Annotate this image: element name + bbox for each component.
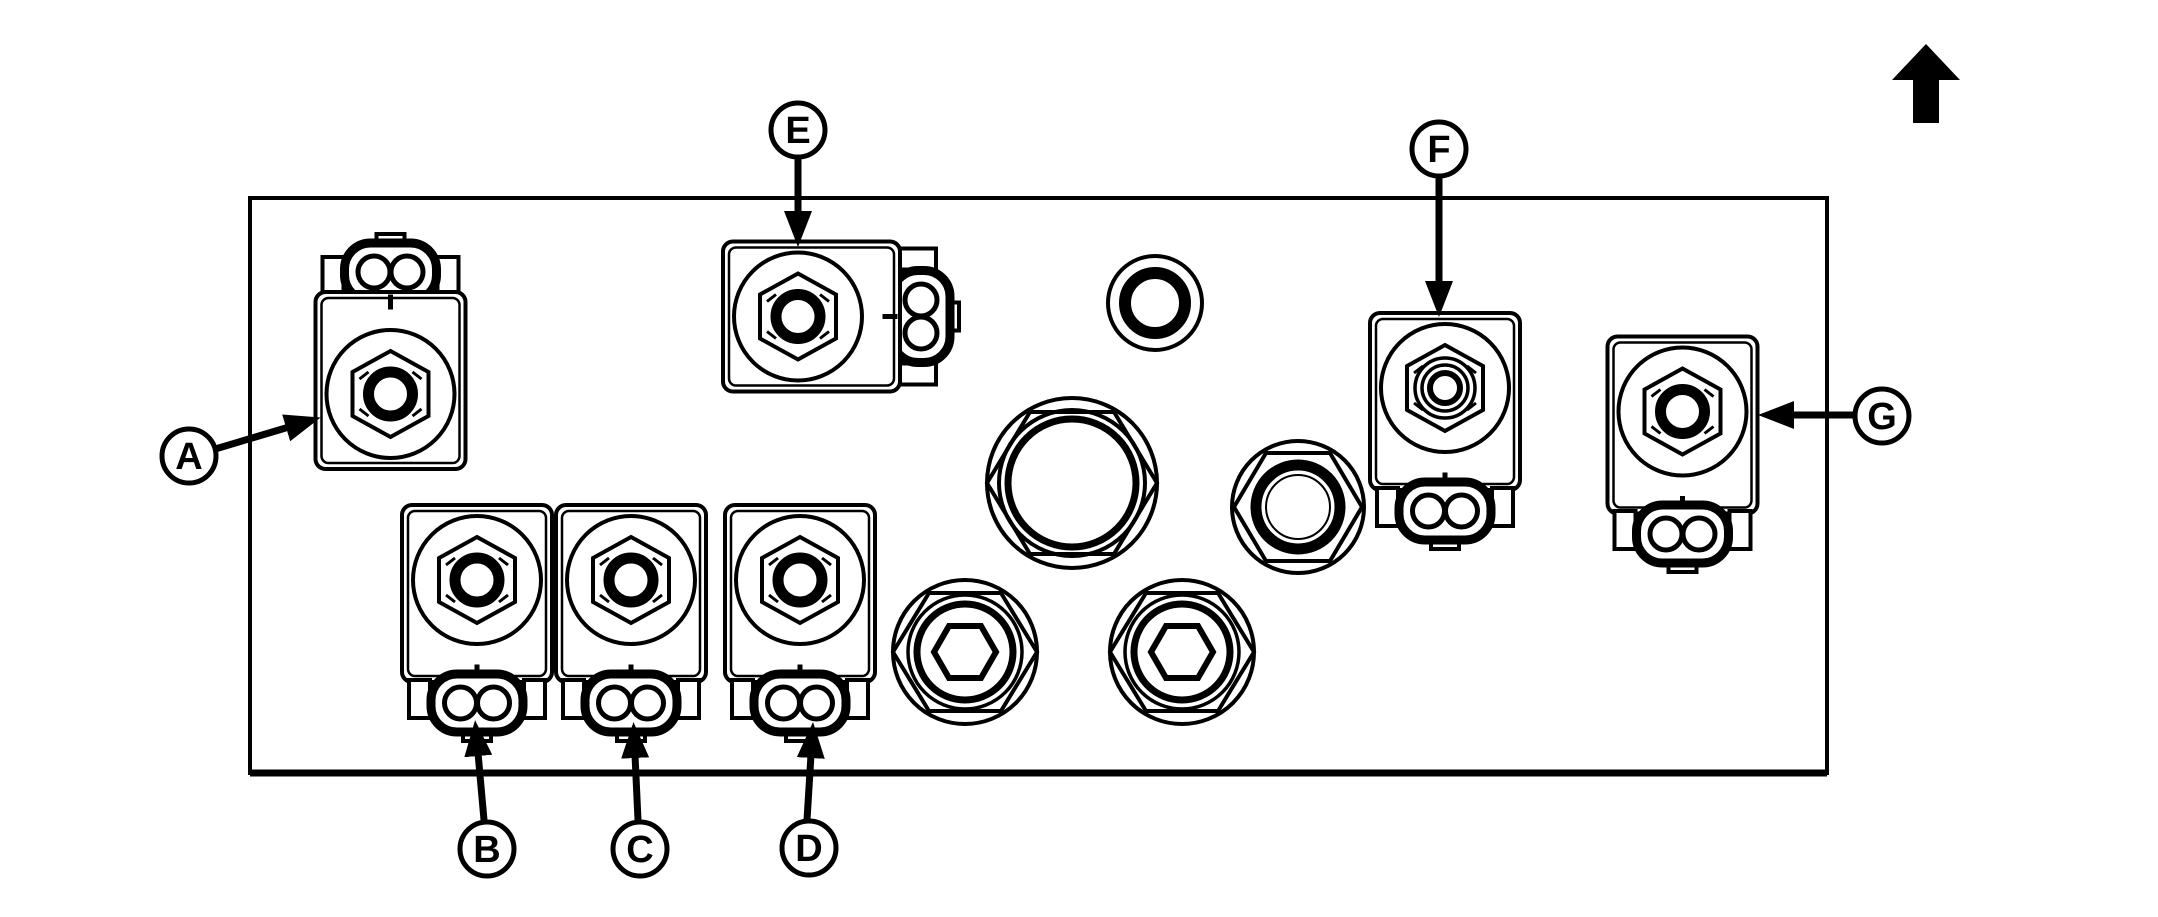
callout-b: B	[460, 822, 514, 876]
callout-c-arrow	[621, 722, 650, 821]
hex-nut-icon	[762, 537, 838, 623]
hex-nut-icon	[593, 537, 669, 623]
callout-e-label: E	[785, 110, 810, 152]
callout-b-label: B	[473, 829, 500, 871]
callout-d-label: D	[795, 828, 822, 870]
hex-socket-plug-left	[893, 580, 1037, 724]
solenoid-valve-g	[1608, 337, 1758, 573]
callout-d: D	[782, 821, 836, 875]
callout-g: G	[1855, 389, 1909, 443]
callout-a-arrow	[210, 414, 321, 454]
round-port	[1106, 254, 1204, 352]
hex-socket-plug-right	[1110, 580, 1254, 724]
hex-nut-icon	[1645, 369, 1721, 455]
callout-a-label: A	[175, 436, 202, 478]
callout-a: A	[162, 429, 216, 483]
solenoid-valve-b	[402, 505, 552, 741]
solenoid-valve-d	[725, 505, 875, 741]
solenoid-valve-c	[556, 505, 706, 741]
callout-c: C	[613, 822, 667, 876]
solenoid-valve-a	[316, 234, 466, 469]
callout-b-arrow	[464, 720, 493, 821]
callout-f: F	[1412, 122, 1466, 176]
callout-f-label: F	[1427, 129, 1450, 171]
solenoid-valve-f	[1370, 313, 1520, 549]
solenoid-valve-e	[723, 242, 959, 392]
orientation-up-arrow-icon	[1892, 44, 1960, 123]
callout-g-label: G	[1867, 396, 1897, 438]
hex-nut-icon	[1407, 345, 1483, 431]
callout-d-arrow	[796, 722, 825, 821]
callout-c-label: C	[626, 829, 653, 871]
hex-nut-icon	[353, 351, 429, 437]
hex-nut-icon	[439, 537, 515, 623]
large-threaded-port	[984, 396, 1160, 570]
hex-nut-icon	[760, 274, 836, 360]
hex-nut-fitting	[1230, 439, 1366, 575]
callout-e: E	[771, 103, 825, 157]
